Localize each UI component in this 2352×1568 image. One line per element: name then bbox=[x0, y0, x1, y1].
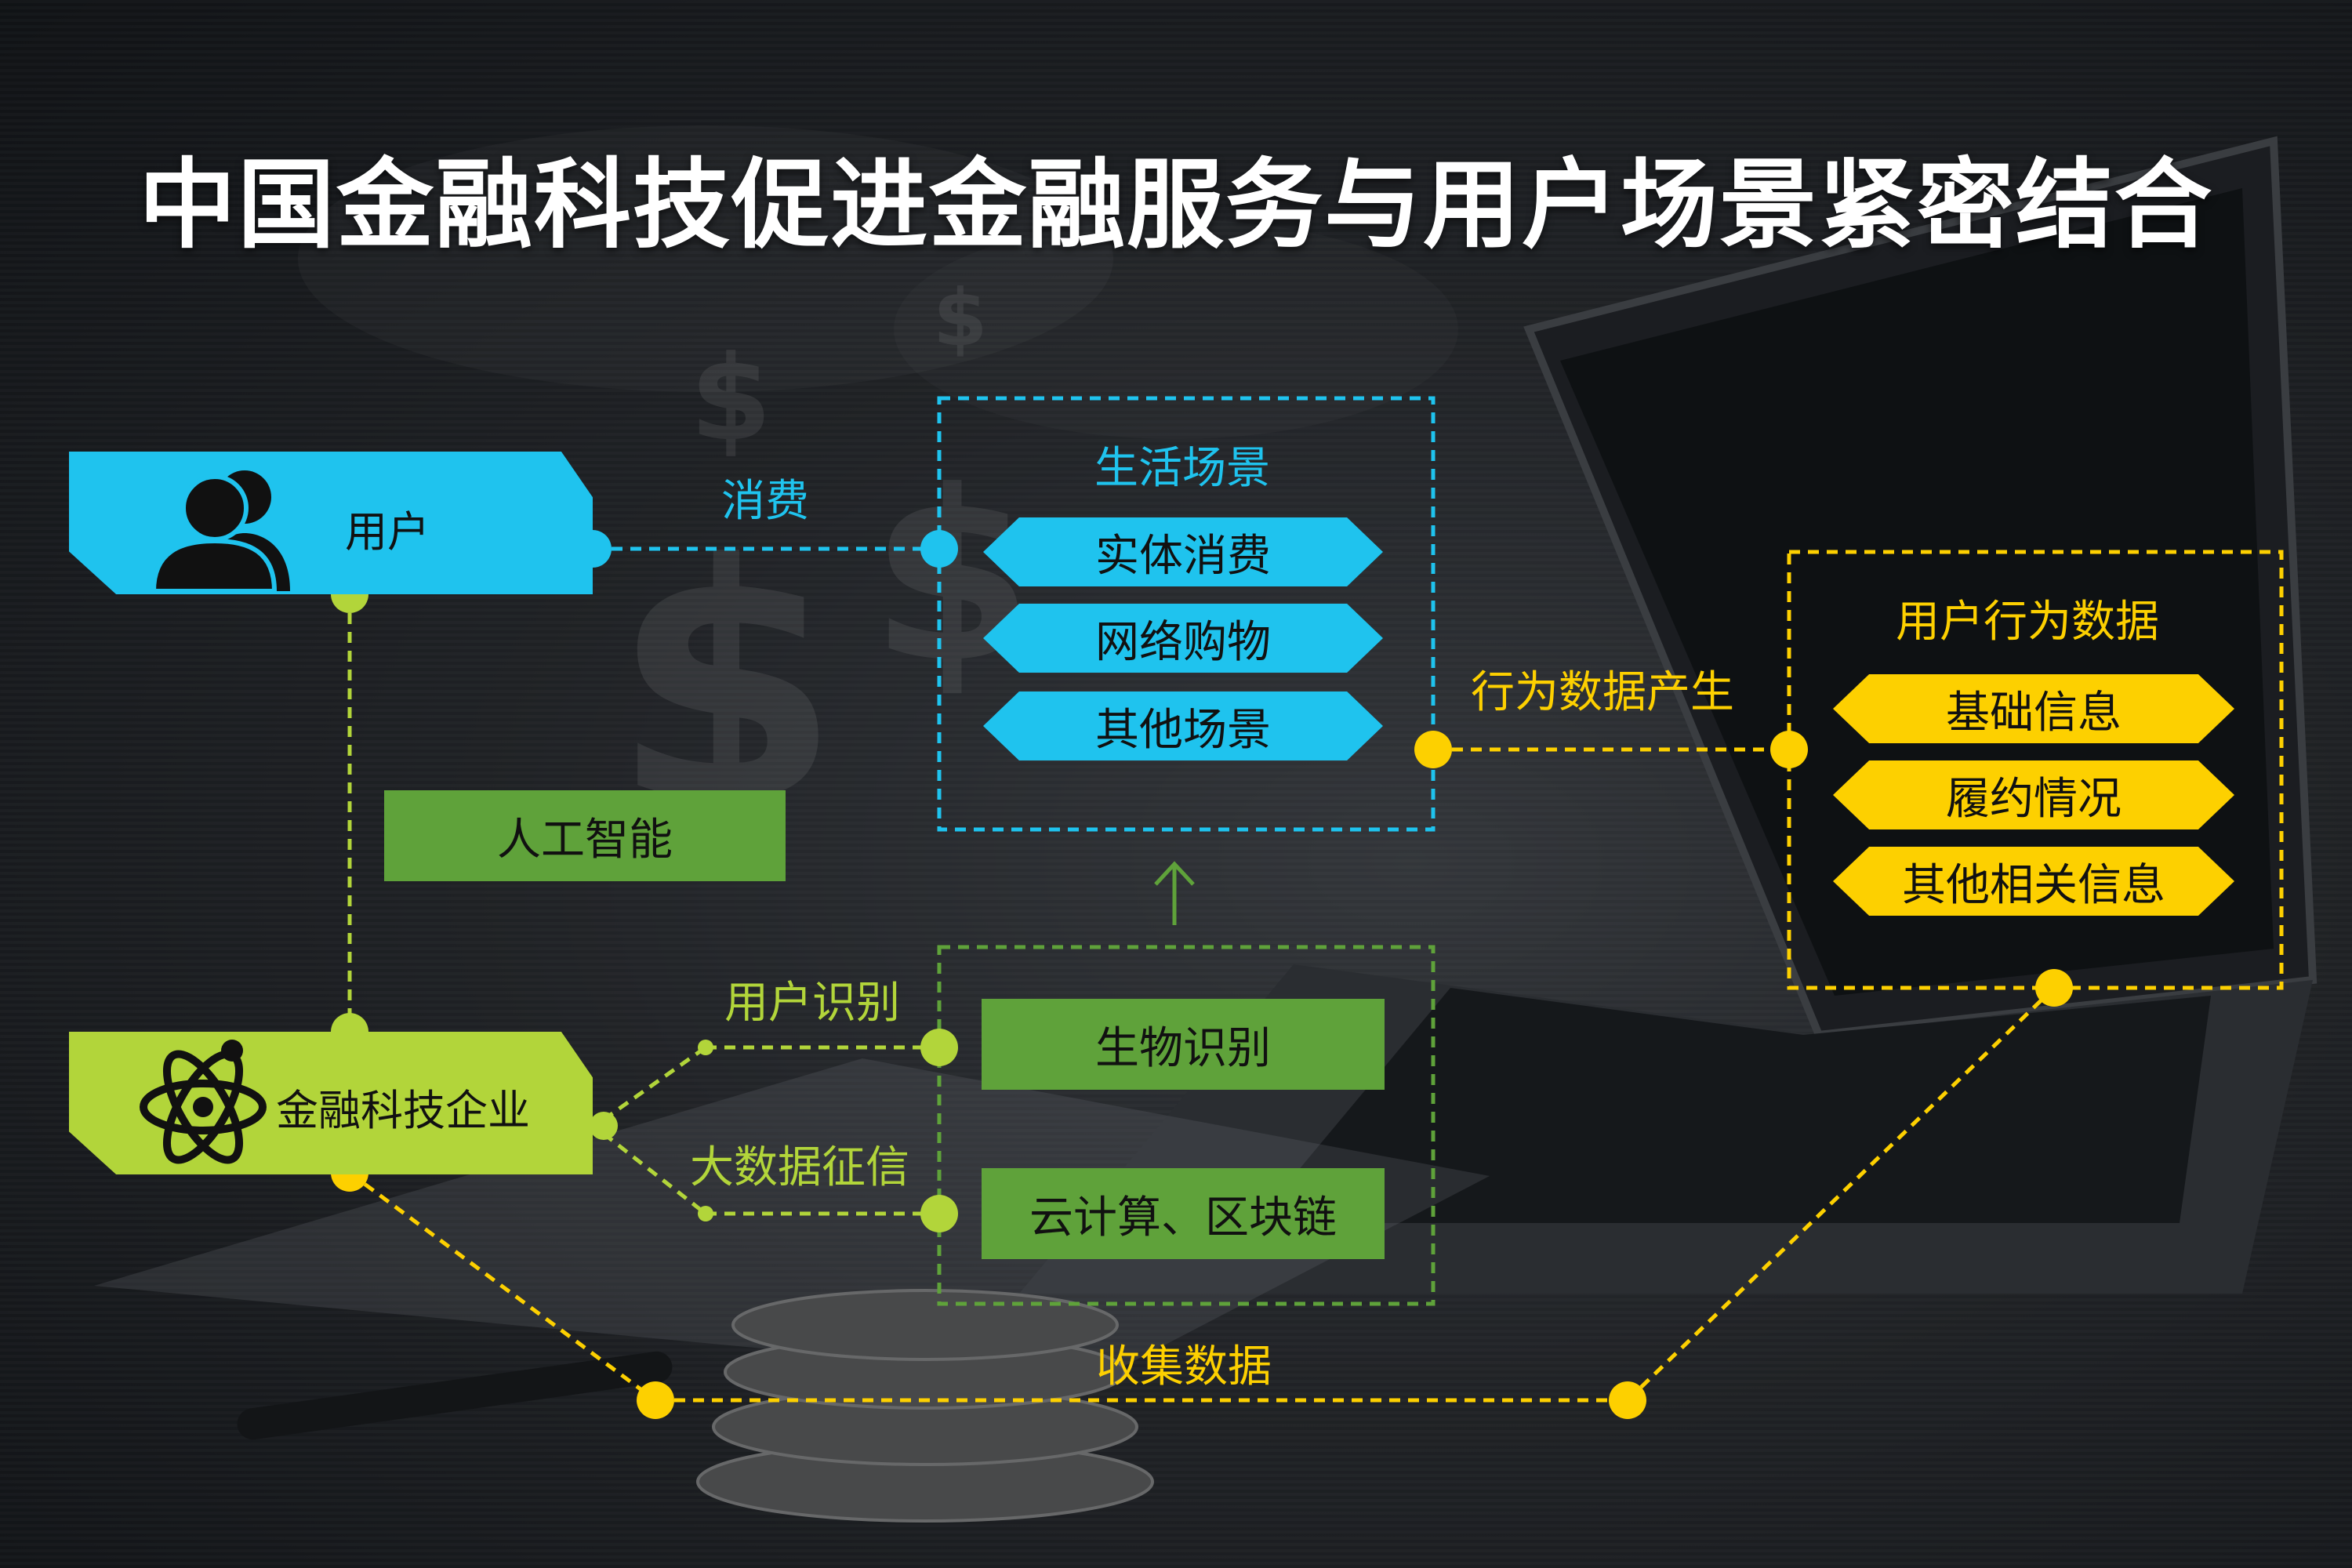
life-scenes-frame bbox=[937, 396, 1436, 832]
svg-text:$: $ bbox=[933, 272, 988, 364]
atom-icon bbox=[140, 1040, 267, 1164]
behavior-data-title: 用户行为数据 bbox=[1896, 597, 2159, 648]
life-scene-item: 实体消费 bbox=[983, 517, 1383, 586]
behavior-data-item: 履约情况 bbox=[1833, 760, 2234, 829]
edge-label-collect: 收集数据 bbox=[1096, 1341, 1272, 1392]
node-ai: 人工智能 bbox=[384, 790, 786, 881]
tech-item: 云计算、区块链 bbox=[982, 1168, 1385, 1259]
edge-credit bbox=[602, 1132, 707, 1215]
life-scenes-title: 生活场景 bbox=[1094, 443, 1270, 494]
tech-item: 生物识别 bbox=[982, 999, 1385, 1090]
node-fintech bbox=[69, 1032, 593, 1174]
users-icon bbox=[151, 470, 290, 591]
edge-label-credit: 大数据征信 bbox=[690, 1142, 909, 1193]
svg-text:$: $ bbox=[870, 441, 1034, 714]
behavior-data-item: 其他相关信息 bbox=[1833, 847, 2234, 916]
node-user bbox=[69, 452, 593, 594]
life-scene-item: 其他场景 bbox=[983, 691, 1383, 760]
edge-collect bbox=[348, 1171, 657, 1403]
behavior-data-item: 基础信息 bbox=[1833, 674, 2234, 743]
page-title: 中国金融科技促进金融服务与用户场景紧密结合 bbox=[138, 149, 2213, 262]
user-label: 用户 bbox=[345, 507, 430, 557]
edge-label-consume: 消费 bbox=[721, 476, 809, 527]
fintech-label: 金融科技企业 bbox=[276, 1086, 530, 1135]
edge-label-identify: 用户识别 bbox=[724, 978, 900, 1029]
edge-identify bbox=[602, 1045, 707, 1122]
tech-frame bbox=[937, 945, 1436, 1306]
life-scene-item: 网络购物 bbox=[983, 604, 1383, 673]
svg-text:$: $ bbox=[690, 331, 771, 467]
edge-label-behavior: 行为数据产生 bbox=[1471, 667, 1734, 718]
